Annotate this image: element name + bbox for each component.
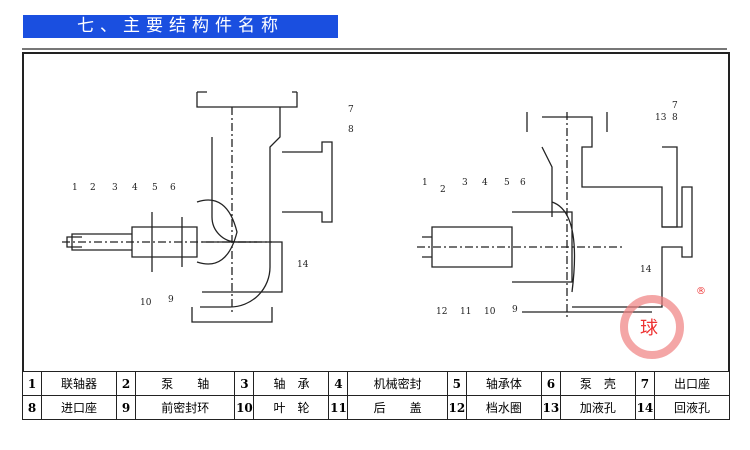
- callout-6: 6: [170, 183, 176, 193]
- callout-14: 14: [297, 260, 309, 270]
- callout-14: 14: [640, 265, 652, 275]
- brand-logo: 球 ®: [620, 286, 706, 359]
- part-name: 进口座: [40, 395, 118, 420]
- callout-11: 11: [460, 307, 471, 317]
- part-number: 7: [634, 371, 655, 396]
- part-name: 轴 承: [253, 371, 330, 396]
- callout-10: 10: [484, 307, 496, 317]
- callout-8: 8: [672, 113, 678, 123]
- callout-5: 5: [504, 178, 510, 188]
- part-number: 8: [22, 395, 42, 420]
- callout-7: 7: [672, 101, 678, 111]
- callout-5: 5: [152, 183, 158, 193]
- part-number: 1: [22, 371, 42, 396]
- part-name: 回液孔: [653, 395, 731, 420]
- part-number: 11: [328, 395, 349, 420]
- registered-mark: ®: [696, 286, 706, 297]
- part-number: 4: [328, 371, 349, 396]
- part-number: 10: [234, 395, 255, 420]
- callout-4: 4: [132, 183, 138, 193]
- part-name: 叶 轮: [253, 395, 330, 420]
- callout-2: 2: [90, 183, 96, 193]
- part-name: 轴承体: [465, 371, 542, 396]
- part-name: 泵 轴: [135, 371, 236, 396]
- part-name: 联轴器: [40, 371, 118, 396]
- part-name: 出口座: [653, 371, 731, 396]
- callout-13: 13: [655, 113, 667, 123]
- callout-9: 9: [512, 305, 518, 315]
- pump-drawings: 1 2 3 4 5 6 7 8 9 10 14 1 2 3 4 5 6 7 8 …: [62, 91, 706, 359]
- part-number: 2: [116, 371, 137, 396]
- callout-1: 1: [72, 183, 78, 193]
- part-name: 加液孔: [559, 395, 636, 420]
- part-name: 前密封环: [135, 395, 236, 420]
- part-number: 3: [234, 371, 255, 396]
- part-name: 机械密封: [347, 371, 448, 396]
- part-name: 泵 壳: [559, 371, 636, 396]
- callout-10: 10: [140, 298, 152, 308]
- callout-3: 3: [462, 178, 468, 188]
- callout-2: 2: [440, 185, 446, 195]
- part-number: 14: [634, 395, 655, 420]
- callout-7: 7: [348, 105, 354, 115]
- part-name: 后 盖: [347, 395, 448, 420]
- callout-1: 1: [422, 178, 428, 188]
- section-title: 七、主要结构件名称: [23, 15, 338, 38]
- callout-6: 6: [520, 178, 526, 188]
- part-number: 5: [446, 371, 467, 396]
- part-name: 档水圈: [465, 395, 542, 420]
- right-pump-drawing: [417, 112, 693, 317]
- left-pump-drawing: [62, 91, 333, 323]
- part-number: 13: [540, 395, 561, 420]
- part-number: 12: [446, 395, 467, 420]
- divider: [22, 48, 727, 50]
- callout-8: 8: [348, 125, 354, 135]
- logo-text: 球: [640, 318, 658, 339]
- callout-4: 4: [482, 178, 488, 188]
- callout-3: 3: [112, 183, 118, 193]
- drawing-frame: [22, 52, 730, 372]
- callout-9: 9: [168, 295, 174, 305]
- part-number: 9: [116, 395, 137, 420]
- callout-12: 12: [436, 307, 447, 317]
- part-number: 6: [540, 371, 561, 396]
